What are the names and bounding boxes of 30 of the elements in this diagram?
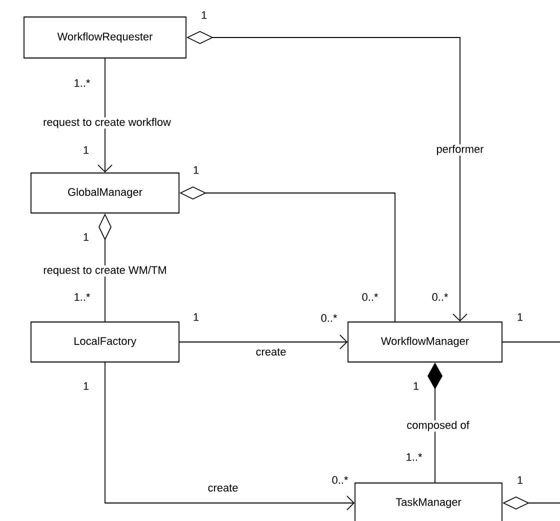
class-box: TaskManager	[354, 482, 502, 521]
class-box: LocalFactory	[30, 322, 180, 362]
association-line	[104, 362, 355, 510]
edge-label: performer	[436, 144, 484, 156]
multiplicity: 1	[194, 313, 199, 321]
edge-label: create	[255, 348, 287, 356]
multiplicity: 1	[202, 11, 207, 19]
multiplicity: 0..*	[432, 293, 448, 301]
association-line	[98, 58, 112, 173]
multiplicity: 1	[194, 166, 199, 174]
class-box: GlobalManager	[30, 172, 180, 214]
multiplicity: 0..*	[321, 314, 338, 322]
edge-label: request to create workflow	[42, 117, 172, 129]
multiplicity: 1	[84, 146, 89, 154]
multiplicity: 1	[518, 476, 523, 484]
multiplicity: 1..*	[406, 453, 422, 461]
multiplicity: 0..*	[362, 293, 378, 301]
multiplicity: 1..*	[74, 79, 90, 87]
class-box: WorkflowRequester	[24, 16, 186, 58]
multiplicity: 1..*	[74, 293, 90, 301]
edge-label: create	[207, 484, 239, 492]
multiplicity: 0..*	[332, 476, 348, 484]
multiplicity: 1	[518, 313, 523, 321]
class-box: WorkflowManager	[348, 322, 502, 362]
edge-label: request to create WM/TM	[42, 265, 168, 277]
multiplicity: 1	[414, 382, 419, 390]
association-line	[179, 334, 348, 350]
multiplicity: 1	[84, 382, 89, 390]
multiplicity: 1	[84, 233, 89, 241]
edge-label: composed of	[406, 420, 470, 432]
